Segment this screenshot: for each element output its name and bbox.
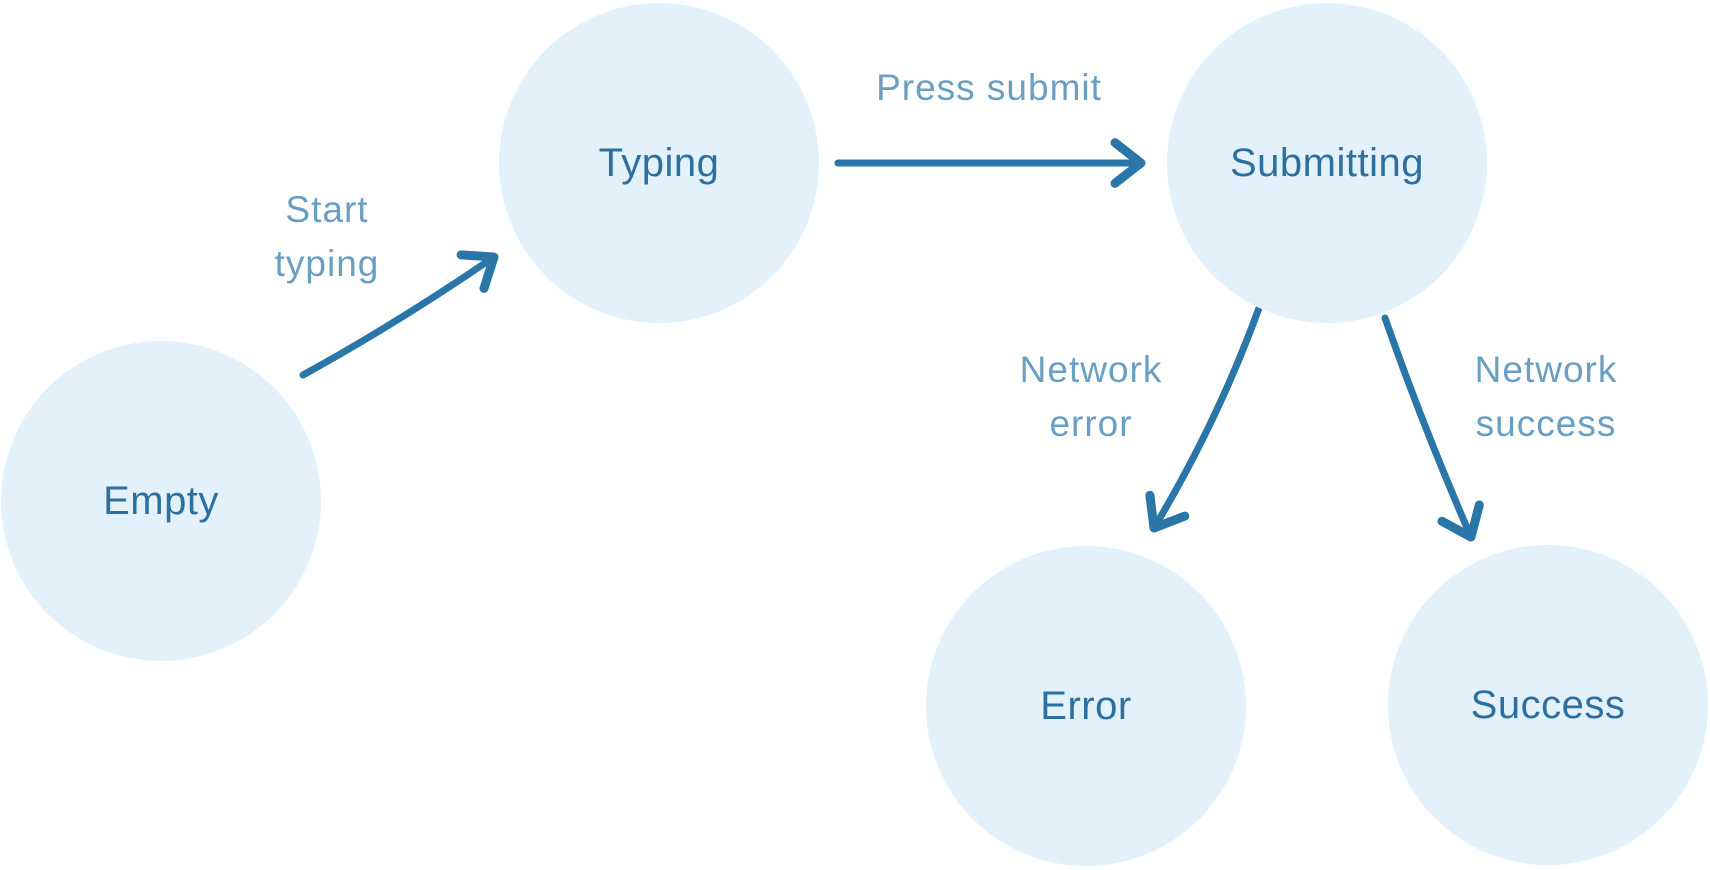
- edge-arrow-submitting-success: [1381, 314, 1484, 542]
- state-node-submitting: Submitting: [1167, 3, 1487, 323]
- state-node-typing: Typing: [499, 3, 819, 323]
- state-node-empty-label: Empty: [103, 478, 219, 523]
- state-node-empty: Empty: [1, 341, 321, 661]
- edge-label-network-error: Network error: [1019, 349, 1163, 444]
- state-node-error-label: Error: [1040, 683, 1132, 728]
- state-node-submitting-label: Submitting: [1230, 140, 1424, 185]
- edge-arrow-submitting-error: [1145, 304, 1263, 533]
- state-node-typing-label: Typing: [598, 140, 720, 185]
- state-node-success-label: Success: [1470, 682, 1626, 727]
- edge-label-start-typing: Start typing: [274, 189, 380, 284]
- edge-arrow-empty-typing: [299, 250, 499, 379]
- edge-label-network-success: Network success: [1474, 349, 1618, 444]
- edge-arrow-typing-submitting: [834, 138, 1146, 188]
- edge-label-press-submit: Press submit: [876, 67, 1102, 108]
- state-node-success: Success: [1388, 545, 1708, 865]
- state-node-error: Error: [926, 546, 1246, 866]
